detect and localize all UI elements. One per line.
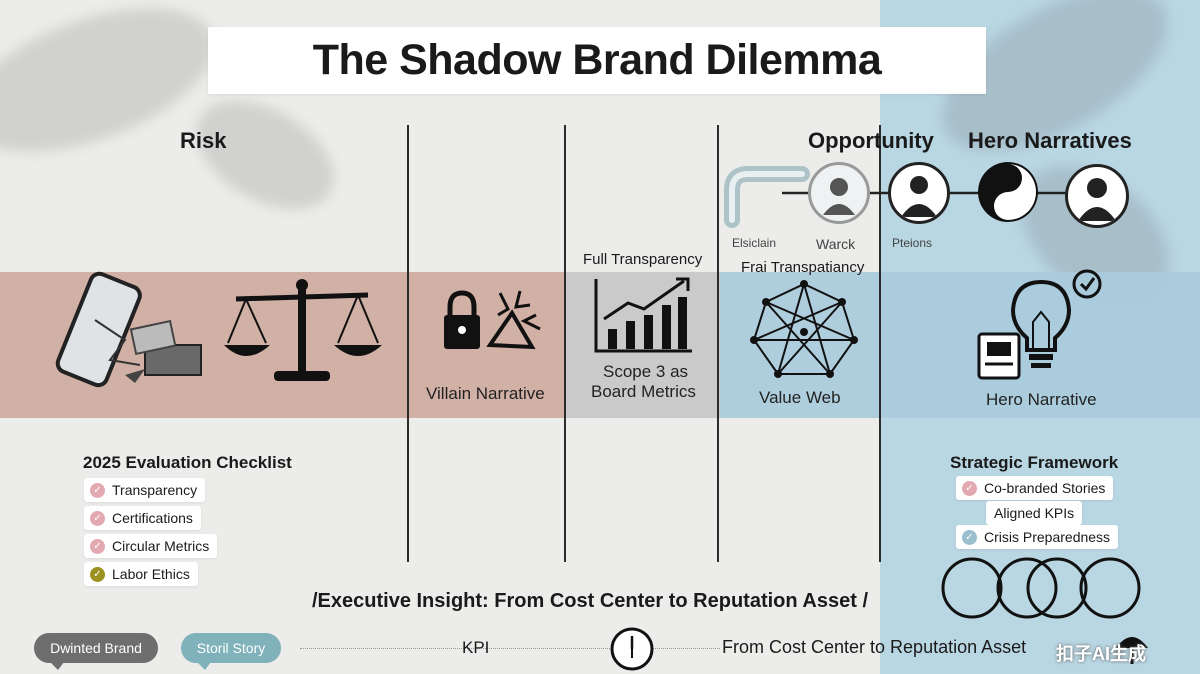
full-transparency-label: Full Transparency [583, 251, 703, 268]
checklist-item[interactable]: ✓ Transparency [84, 478, 206, 502]
kpi-label: KPI [462, 638, 490, 657]
person-icon [888, 162, 950, 224]
interlinked-rings [941, 557, 1141, 619]
divider-line [717, 125, 719, 562]
risk-heading: Risk [180, 128, 227, 153]
checklist-item[interactable]: ✓ Labor Ethics [84, 562, 198, 586]
hero-narratives-heading: Hero Narratives [968, 128, 1132, 153]
scales-icon [224, 279, 382, 381]
villain-narrative-label: Villain Narrative [426, 384, 545, 403]
watermark: 扣子AI生成 [1056, 644, 1146, 664]
brand-pill[interactable]: Dwinted Brand [34, 633, 158, 670]
framework-item[interactable]: ✓ Crisis Preparedness [956, 525, 1119, 549]
divider-line [879, 125, 881, 562]
divider-line [407, 125, 409, 562]
executive-insight: /Executive Insight: From Cost Center to … [312, 590, 868, 612]
pipe-icon [724, 166, 810, 228]
divider-line [564, 125, 566, 562]
scope3-label-2: Board Metrics [591, 382, 696, 401]
clock-icon [610, 627, 654, 671]
shattered-icon [486, 290, 541, 350]
transparency-band [565, 272, 720, 418]
leaf-shadow [177, 78, 353, 232]
lock-icon [444, 290, 541, 350]
check-icon: ✓ [90, 510, 105, 526]
node-label: Elsiclain [732, 236, 777, 250]
check-icon: ✓ [90, 482, 105, 498]
checklist-item[interactable]: ✓ Circular Metrics [84, 534, 218, 558]
scope3-label-1: Scope 3 as [603, 362, 689, 381]
check-icon: ✓ [962, 480, 977, 496]
story-pill[interactable]: Storil Story [181, 633, 281, 670]
title-card: The Shadow Brand Dilemma [208, 27, 986, 94]
checklist-item[interactable]: ✓ Certifications [84, 506, 201, 530]
check-icon: ✓ [90, 538, 105, 554]
lightbulb-icon [977, 269, 1102, 380]
check-icon: ✓ [962, 529, 977, 545]
yin-yang-icon [978, 162, 1038, 222]
check-icon: ✓ [90, 566, 105, 582]
framework-title: Strategic Framework [950, 453, 1119, 472]
value-web-label: Value Web [759, 388, 841, 407]
opportunity-heading: Opportunity [808, 128, 934, 153]
person-icon [808, 162, 870, 224]
page-title: The Shadow Brand Dilemma [312, 36, 882, 84]
bar-chart-icon [594, 277, 692, 353]
framework-item[interactable]: Aligned KPIs [986, 501, 1083, 525]
hero-narrative-label: Hero Narrative [986, 390, 1097, 409]
umbrella-icon [1116, 637, 1148, 664]
node-label: Pteions [892, 236, 933, 250]
frai-transpatiancy-label: Frai Transpatiancy [741, 259, 865, 276]
person-icon [1065, 164, 1129, 228]
network-icon [750, 280, 858, 378]
checklist-title: 2025 Evaluation Checklist [83, 453, 292, 472]
divider-line [300, 648, 720, 649]
node-label: Warck [816, 236, 856, 252]
framework-item[interactable]: ✓ Co-branded Stories [956, 476, 1114, 500]
smartphone-icon [55, 271, 202, 388]
tagline: From Cost Center to Reputation Asset [722, 637, 1027, 657]
